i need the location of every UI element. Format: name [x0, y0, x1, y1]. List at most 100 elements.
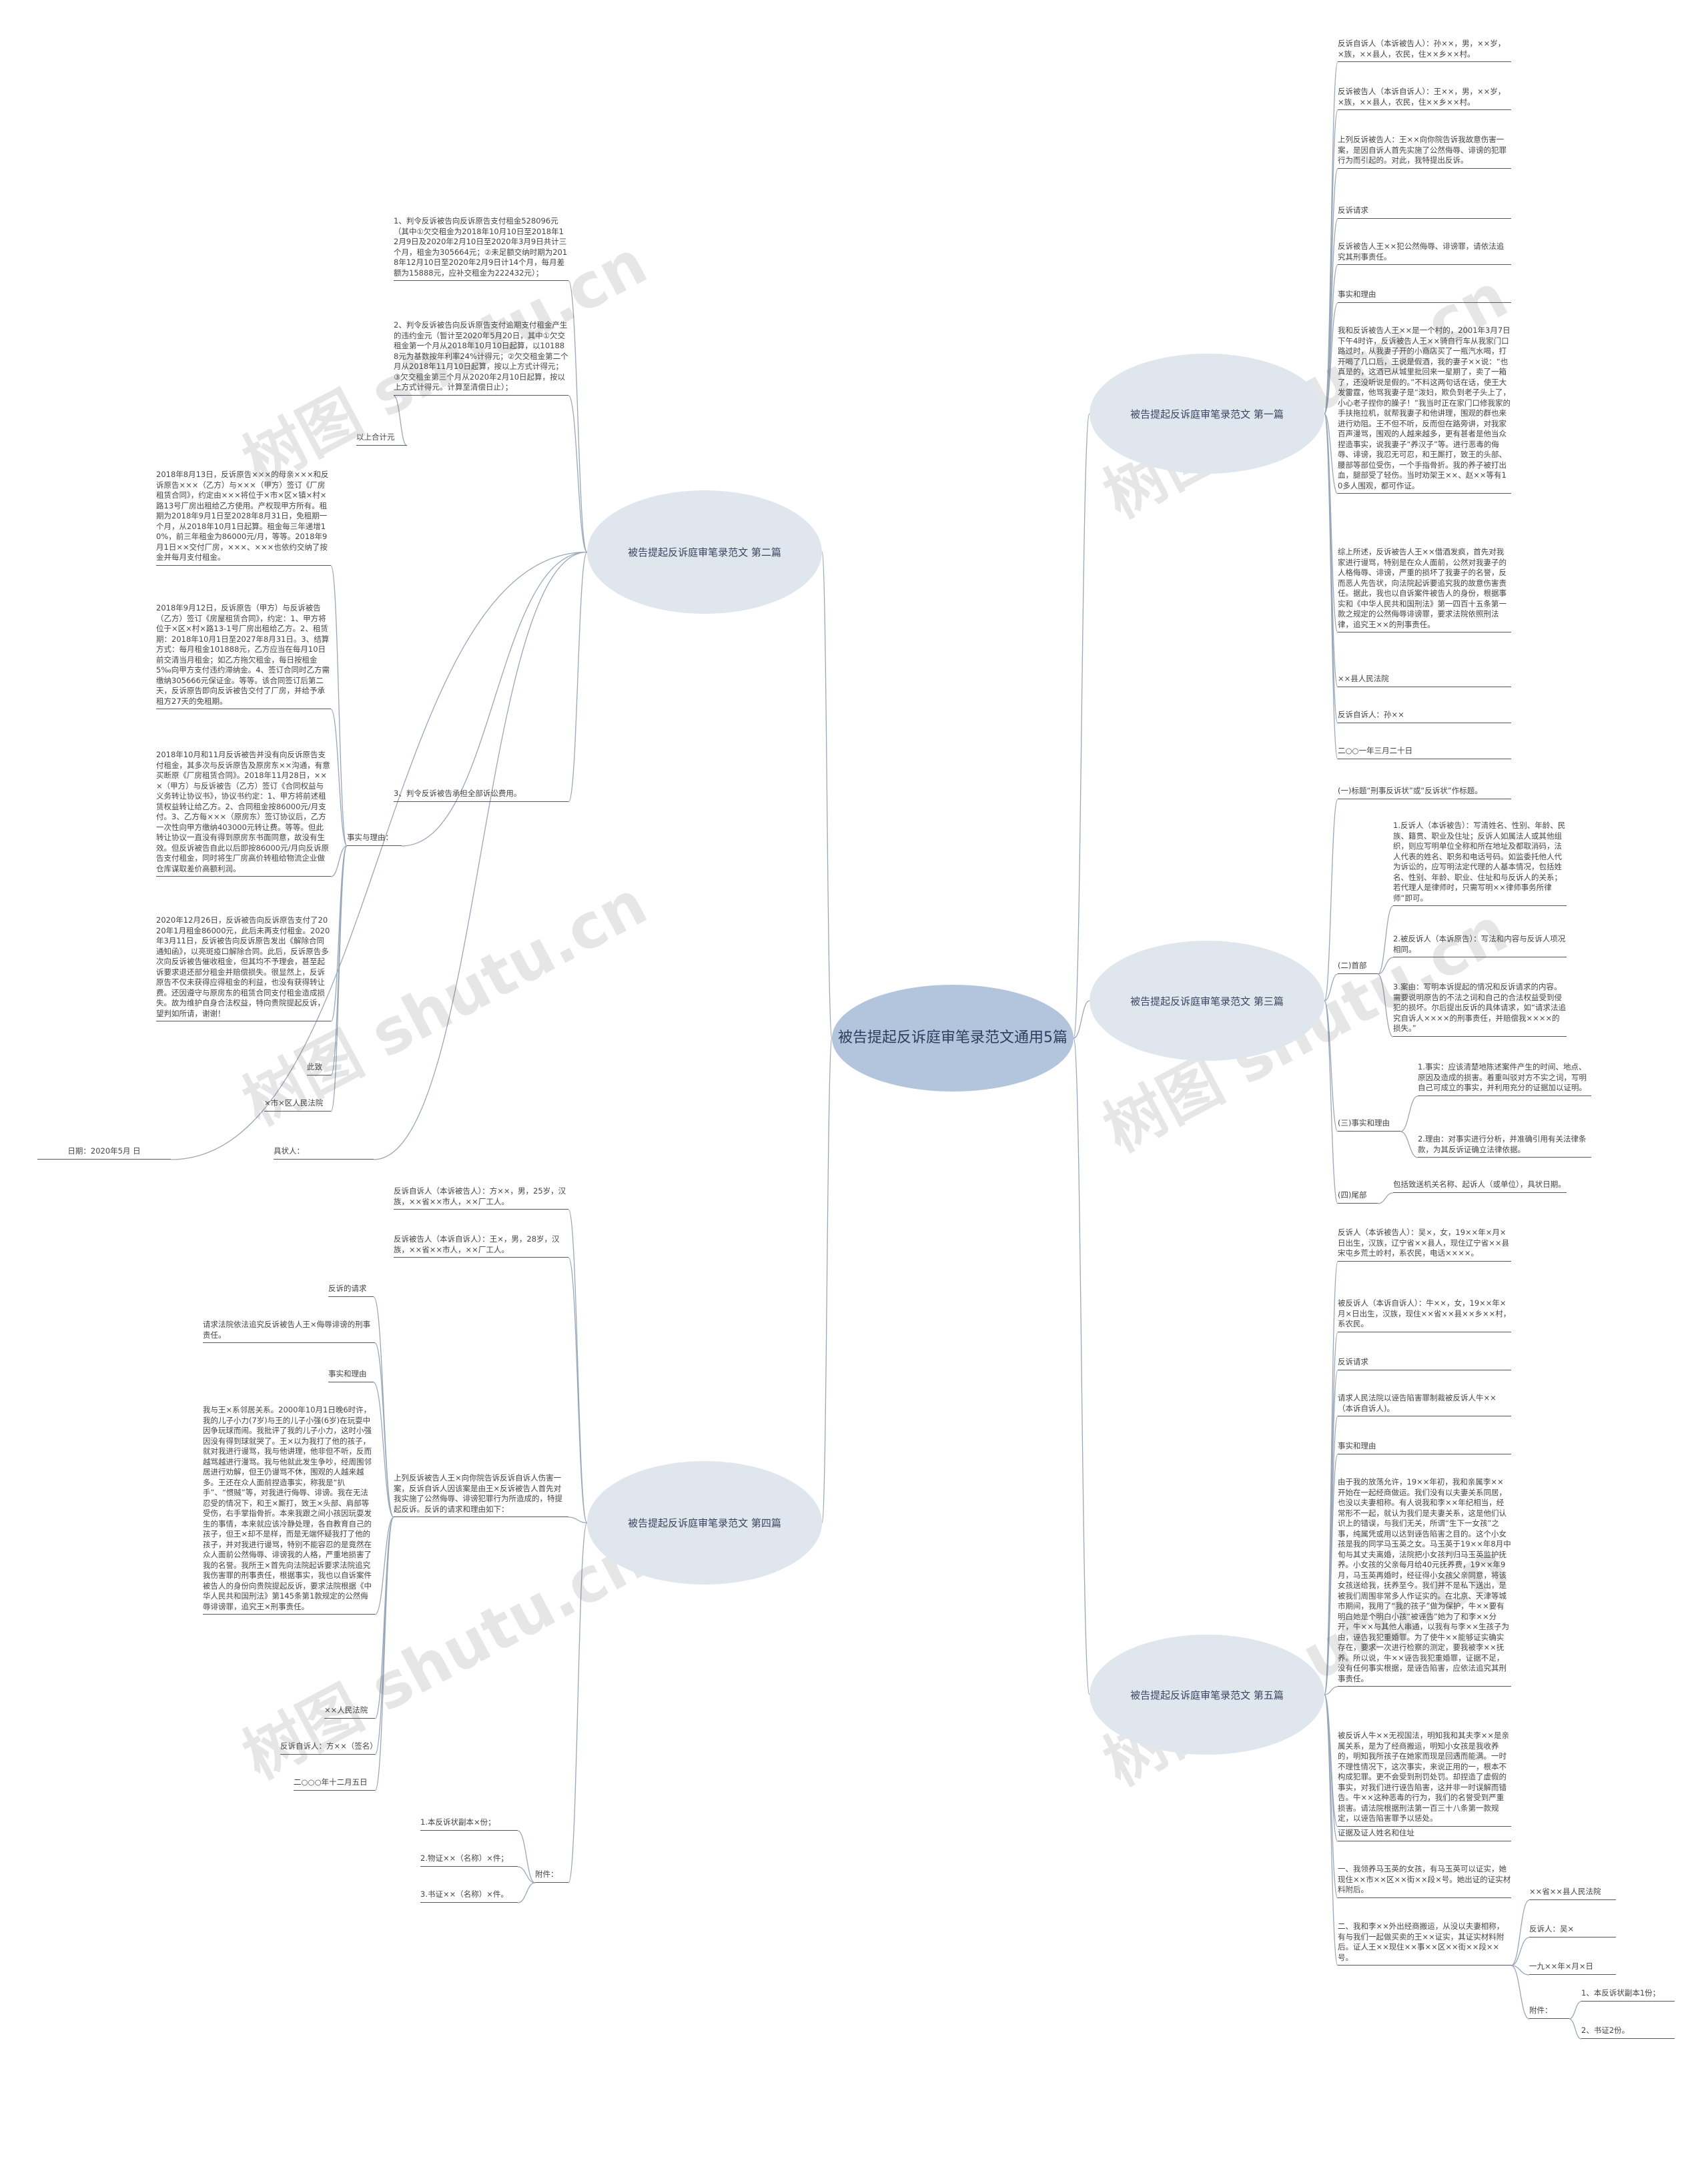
- p2-node-13: 日期：2020年5月 日: [37, 1146, 171, 1160]
- p1-node-1: 反诉自诉人（本诉被告人）：孙××，男，××岁，×族，××县人，农民，住××乡××…: [1338, 39, 1511, 62]
- p3-node-10: 包括致送机关名称、起诉人（或单位），具状日期。: [1393, 1180, 1567, 1193]
- connector-p2-sub-7: [330, 709, 348, 847]
- connector-p5-node-9: [1324, 1694, 1338, 1899]
- connector-p4-node-11: [568, 1522, 588, 1883]
- connector-p5-sub-16: [1569, 2018, 1582, 2040]
- p3-node-8: 2.理由：对事实进行分析，并准确引用有关法律条款，为其反诉证确立法律依据。: [1418, 1134, 1591, 1158]
- p3-node-2: 1.反诉人（本诉被告）：写清姓名、性别、年龄、民族、籍贯、职业及住址；反诉人如属…: [1393, 821, 1567, 906]
- connector-p2-node-13: [170, 551, 588, 1160]
- connector-p2-node-1: [568, 280, 588, 553]
- p4-node-13: 2.物证××（名称）×件；: [420, 1853, 518, 1867]
- p2-node-12: 具状人：: [274, 1146, 374, 1160]
- root-to-branch-2: [821, 551, 833, 1039]
- p5-node-2: 被反诉人（本诉自诉人）：牛××，女，19××年×月×日出生，汉族，现住××省××…: [1338, 1298, 1511, 1332]
- connector-p4-sub-13: [517, 1866, 536, 1883]
- p4-node-2: 反诉被告人（本诉自诉人）：王×，男，28岁，汉族，××省××市人，××厂工人。: [394, 1234, 568, 1258]
- p5-node-3: 反诉请求: [1338, 1357, 1511, 1370]
- p4-node-10: 二○○○年十二月五日: [294, 1777, 375, 1791]
- connector-p5-sub-15: [1569, 2001, 1582, 2020]
- branch-1[interactable]: 被告提起反诉庭审笔录范文 第一篇: [1090, 354, 1324, 474]
- connector-p3-sub-5: [1377, 973, 1394, 1037]
- connector-p3-node-1: [1324, 799, 1338, 1001]
- connector-p4-sub-4: [374, 1342, 394, 1518]
- root-to-branch-5: [1073, 1037, 1090, 1695]
- connector-p3-sub-8: [1400, 1131, 1418, 1158]
- connector-p2-node-2: [568, 395, 588, 553]
- connector-p2-sub-6: [330, 565, 348, 847]
- p5-node-13: 一九××年×月×日: [1529, 1962, 1616, 1975]
- connector-p5-sub-12: [1511, 1937, 1530, 1966]
- p4-node-8: ××人民法院: [324, 1705, 375, 1719]
- p5-node-1: 反诉人（本诉被告人）：吴×，女，19××年×月×日出生，汉族，辽宁省××县人，现…: [1338, 1228, 1511, 1262]
- connector-p3-sub-3: [1377, 957, 1394, 975]
- connector-p2-node-12: [373, 551, 588, 1160]
- p5-node-4: 请求人民法院以诬告陷害罪制裁被反诉人牛××（本诉自诉人)。: [1338, 1393, 1511, 1416]
- p1-node-4: 反诉请求: [1338, 205, 1511, 219]
- p5-node-14: 附件：: [1529, 2006, 1569, 2019]
- connector-p4-sub-14: [517, 1882, 536, 1903]
- connector-p3-sub-10: [1377, 1192, 1394, 1204]
- p2-node-11: ×市×区人民法院: [264, 1098, 331, 1112]
- connector-p4-sub-3: [373, 1296, 394, 1518]
- p1-node-8: 综上所述，反诉被告人王××借酒发疯，首先对我家进行谩骂，特别是在众人面前，公然对…: [1338, 547, 1511, 632]
- connector-p1-node-7: [1324, 413, 1338, 494]
- p4-node-9: 反诉自诉人：方××（签名）: [280, 1741, 378, 1755]
- p3-node-6: 1.事实：应该清楚地陈述案件产生的时间、地点、原因及造成的损害。着重叫驳对方不实…: [1418, 1062, 1591, 1096]
- p2-node-4: 3、判令反诉被告承担全部诉讼费用。: [394, 789, 568, 802]
- branch-5[interactable]: 被告提起反诉庭审笔录范文 第五篇: [1090, 1635, 1324, 1755]
- connector-p5-sub-14: [1511, 1965, 1530, 2020]
- p3-node-4: (二)首部: [1338, 961, 1378, 974]
- connector-p4-sub-9: [374, 1517, 394, 1755]
- connector-p2-sub-8: [330, 845, 348, 877]
- p2-node-2: 2、判令反诉被告向反诉原告支付逾期支付租金产生的违约金元（暂计至2020年5月2…: [394, 320, 568, 396]
- connector-p2-node-5: [401, 551, 588, 847]
- p1-node-7: 我和反诉被告人王××是一个村的，2001年3月7日下午4时许，反诉被告人王××骑…: [1338, 326, 1511, 494]
- branch-4[interactable]: 被告提起反诉庭审笔录范文 第四篇: [587, 1461, 822, 1585]
- p1-node-10: 反诉自诉人：孙××: [1338, 710, 1511, 723]
- connector-p4-sub-10: [374, 1517, 394, 1791]
- connector-p5-node-3: [1324, 1370, 1338, 1695]
- connector-p2-sub-10: [330, 845, 348, 1076]
- p4-node-11: 附件：: [535, 1869, 568, 1883]
- p3-node-5: 3.案由：写明本诉提起的情况和反诉请求的内容。需要说明原告的不法之词和自己的合法…: [1393, 982, 1567, 1037]
- connector-p4-sub-8: [374, 1517, 394, 1719]
- p5-node-15: 1、本反诉状副本1份；: [1581, 1988, 1675, 2002]
- p2-node-10: 此致: [307, 1062, 331, 1075]
- p4-node-3: 反诉的请求: [328, 1284, 374, 1297]
- p1-node-11: 二○○一年三月二十日: [1338, 746, 1511, 759]
- connector-p1-node-11: [1324, 413, 1338, 760]
- connector-p5-node-5: [1324, 1454, 1338, 1695]
- p4-node-14: 3.书证××（名称）×件。: [420, 1889, 518, 1903]
- p2-node-8: 2018年10月和11月反诉被告并没有向反诉原告支付租金，其多次与反诉原告及原房…: [156, 750, 331, 877]
- p4-node-7: 上列反诉被告人王×向你院告诉反诉自诉人伤害一案，反诉自诉人因该案是由王×反诉被告…: [394, 1473, 568, 1517]
- p5-node-8: 证据及证人姓名和住址: [1338, 1828, 1511, 1841]
- p3-node-9: (四)尾部: [1338, 1190, 1378, 1204]
- connector-p3-sub-2: [1377, 905, 1394, 975]
- root-topic[interactable]: 被告提起反诉庭审笔录范文通用5篇: [832, 985, 1074, 1092]
- connector-p4-node-7: [568, 1517, 588, 1524]
- connector-p5-node-1: [1324, 1261, 1338, 1695]
- branch-3[interactable]: 被告提起反诉庭审笔录范文 第三篇: [1090, 941, 1324, 1061]
- p1-node-9: ××县人民法院: [1338, 674, 1511, 687]
- connector-p5-sub-11: [1511, 1899, 1530, 1966]
- p5-node-12: 反诉人：吴×: [1529, 1924, 1616, 1937]
- p5-node-10: 二、我和李××外出经商搬运，从没以夫妻相称，有与我们一起做买卖的王××证实，其证…: [1338, 1921, 1511, 1966]
- connector-p1-node-2: [1324, 109, 1338, 414]
- connector-p2-sub-3: [393, 395, 408, 446]
- p5-node-6: 由于我的放荡允许，19××年初，我和亲属李××开始在一起经商做运。我们没有以夫妻…: [1338, 1477, 1511, 1687]
- p1-node-3: 上列反诉被告人：王××向你院告诉我故意伤害一案，是因自诉人首先实施了公然侮辱、诽…: [1338, 135, 1511, 169]
- p2-node-6: 2018年8月13日，反诉原告×××的母亲×××和反诉原告×××（乙方）与×××…: [156, 470, 331, 566]
- root-to-branch-4: [821, 1037, 833, 1524]
- p5-node-9: 一、我领养马玉英的女孩，有马玉英可以证实，她现住××市××区××街××段×号。她…: [1338, 1864, 1511, 1898]
- branch-2[interactable]: 被告提起反诉庭审笔录范文 第二篇: [587, 490, 822, 614]
- connector-p3-node-7: [1324, 1000, 1338, 1132]
- connector-p3-node-9: [1324, 1000, 1338, 1204]
- p3-node-7: (三)事实和理由: [1338, 1118, 1400, 1132]
- p2-node-3: 以上合计元: [356, 432, 407, 446]
- connector-p4-sub-5: [373, 1382, 394, 1518]
- p1-node-2: 反诉被告人（本诉自诉人）：王××，男，××岁，×族，××县人，农民，住××乡××…: [1338, 87, 1511, 110]
- connector-p3-node-4: [1324, 973, 1338, 1001]
- p5-node-7: 被反诉人牛××无视国法，明知我和其夫李××是亲属关系，是为了经商搬运，明知小女孩…: [1338, 1731, 1511, 1827]
- connector-p2-node-4: [568, 551, 588, 803]
